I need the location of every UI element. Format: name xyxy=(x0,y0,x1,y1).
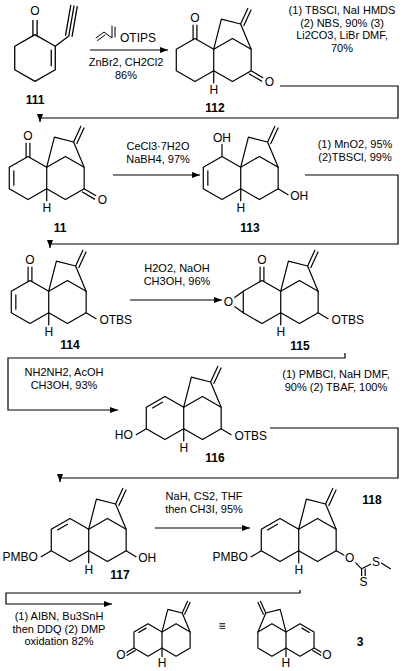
compound-number: 117 xyxy=(110,568,129,582)
structure-114 xyxy=(11,250,96,324)
compound-number: 11 xyxy=(54,221,67,235)
compound-number: 114 xyxy=(60,338,79,352)
structure-3-flat xyxy=(126,601,191,657)
diene-reagent xyxy=(96,26,115,41)
compound-number: 111 xyxy=(26,93,45,107)
atom-label: H xyxy=(281,657,292,669)
compound: 11 xyxy=(5,122,113,237)
atom-label: H xyxy=(178,442,189,454)
atom-label: O xyxy=(29,5,40,17)
atom-label: O xyxy=(97,194,108,206)
atom-label: H xyxy=(293,564,304,576)
reagent-conditions: (1) AIBN, Bu3SnH then DDQ (2) DMP oxidat… xyxy=(10,610,108,648)
compound-number: 118 xyxy=(362,493,381,507)
atom-label: S xyxy=(358,576,368,588)
equivalence-sign: ≡ xyxy=(217,620,226,632)
atom-label: PMBO xyxy=(1,551,38,563)
structure-111 xyxy=(15,5,78,81)
structure-113 xyxy=(203,126,288,200)
atom-label: H xyxy=(235,202,246,214)
compound-number: 115 xyxy=(290,339,309,353)
atom-label: OTBS xyxy=(233,430,268,442)
atom-label: O xyxy=(115,649,126,661)
reaction-arrow xyxy=(90,49,168,50)
reaction-arrow xyxy=(113,174,200,175)
structure-11 xyxy=(9,126,96,200)
compound-number: 112 xyxy=(205,101,224,115)
atom-label: O xyxy=(22,130,33,142)
atom-label: OH xyxy=(212,132,232,144)
reagent-conditions: (1) PMBCl, NaH DMF, 90% (2) TBAF, 100% xyxy=(275,368,397,393)
reagent-conditions: H2O2, NaOH CH3OH, 96% xyxy=(134,262,220,287)
atom-label: H xyxy=(43,326,54,338)
atom-label: O xyxy=(264,76,275,88)
atom-label: OTBS xyxy=(330,314,365,326)
atom-label: H xyxy=(157,657,168,669)
reaction-arrow xyxy=(6,590,300,604)
atom-label: O xyxy=(256,254,267,266)
atom-label: H xyxy=(83,564,94,576)
compound: 118 xyxy=(250,482,402,590)
compound: 116 xyxy=(118,362,270,467)
reagent-conditions: ZnBr2, CH2Cl2 86% xyxy=(86,56,166,81)
compound: 3 xyxy=(112,596,402,669)
reagent-conditions: NaH, CS2, THF then CH3I, 95% xyxy=(160,490,248,515)
atom-label: O xyxy=(24,254,35,266)
atom-label: H xyxy=(208,84,219,96)
reaction-arrow xyxy=(50,175,398,248)
structure-116 xyxy=(136,366,231,440)
atom-label: O xyxy=(189,12,200,24)
reagent-conditions: CeCl3·7H2O NaBH4, 97% xyxy=(117,140,199,165)
compound: 117 xyxy=(5,482,155,582)
atom-label: OTIPS xyxy=(119,32,157,44)
atom-label: H xyxy=(275,326,286,338)
reaction-arrow xyxy=(155,527,250,528)
atom-label: O xyxy=(321,649,332,661)
atom-label: O xyxy=(223,296,234,308)
compound-number: 3 xyxy=(357,635,364,649)
structure-115 xyxy=(233,250,328,324)
atom-label: OTBS xyxy=(98,314,133,326)
reagent-conditions: (1) TBSCl, NaI HMDS (2) NBS, 90% (3) Li2… xyxy=(284,4,400,55)
structure-117 xyxy=(41,488,136,562)
compound-number: 113 xyxy=(240,221,259,235)
atom-label: HO xyxy=(114,429,134,441)
structure-3-perspective xyxy=(258,601,323,657)
structure-112 xyxy=(176,8,263,82)
reaction-arrow xyxy=(130,299,222,300)
reagent-conditions: (1) MnO2, 95% (2)TBSCl, 99% xyxy=(310,138,400,163)
reaction-arrow xyxy=(60,428,398,482)
compound-number: 116 xyxy=(205,451,224,465)
compound: 112 xyxy=(168,5,280,117)
atom-label: PMBO xyxy=(211,551,248,563)
compound: 111 xyxy=(8,2,90,110)
atom-label: O xyxy=(344,552,355,564)
reagent-conditions: NH2NH2, AcOH CH3OH, 93% xyxy=(14,366,114,391)
atom-label: H xyxy=(41,202,52,214)
compound: 115 xyxy=(222,248,362,353)
structure-118 xyxy=(251,488,390,577)
atom-label: S xyxy=(371,556,381,568)
atom-label: OH xyxy=(289,190,309,202)
atom-label: OH xyxy=(137,552,157,564)
